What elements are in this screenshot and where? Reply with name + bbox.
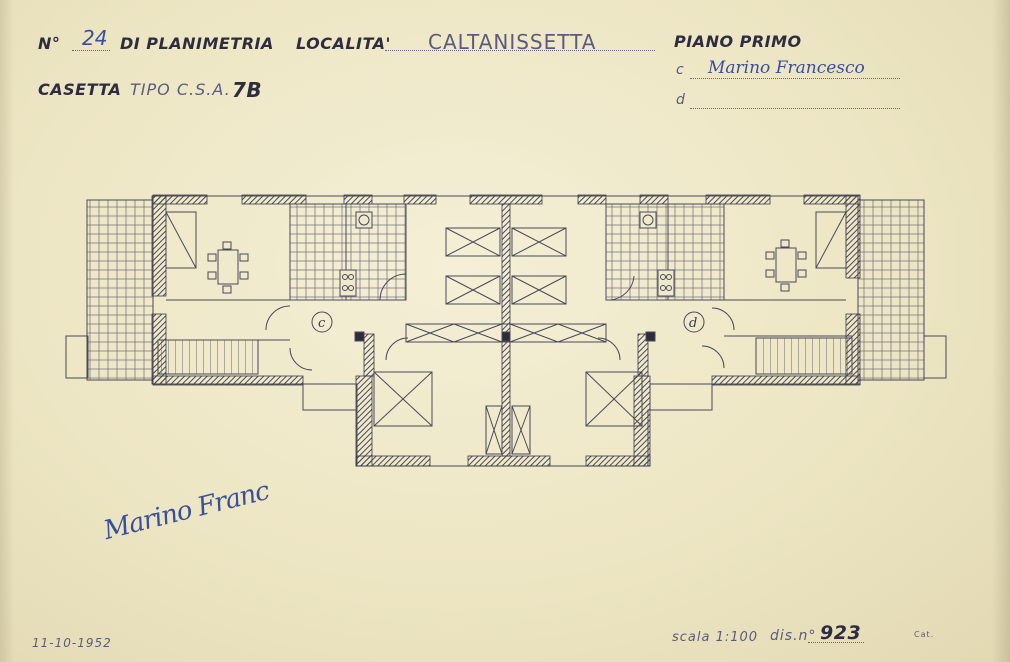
porch-step-left xyxy=(65,335,89,379)
terrace-right xyxy=(857,199,925,381)
bed-top-right-2 xyxy=(511,275,567,305)
bed-bottom-right xyxy=(585,371,643,427)
terrace-left xyxy=(86,199,154,381)
localita-dotline xyxy=(385,50,655,51)
piano-label: PIANO PRIMO xyxy=(674,32,802,51)
drawing-number-value: 923 xyxy=(820,622,862,644)
drawing-number-label: dis.n° xyxy=(770,628,817,644)
wall-top-8 xyxy=(705,194,771,205)
unit-c-label: c xyxy=(318,316,326,331)
number-label: N° xyxy=(38,34,61,53)
tipo-value: 7B xyxy=(232,78,263,102)
wall-room-left xyxy=(363,333,375,377)
unit-d-label: d xyxy=(689,316,697,331)
wall-room-right xyxy=(637,333,649,377)
drawing-number-dotline xyxy=(808,642,864,643)
date: 11-10-1952 xyxy=(32,636,112,650)
corridor-wardrobes xyxy=(405,323,607,343)
localita-value: CALTANISSETTA xyxy=(428,30,597,54)
bed-bottom-left xyxy=(373,371,433,427)
wall-center xyxy=(501,203,511,457)
wall-lower-bottom-2 xyxy=(467,455,551,467)
casetta-label: CASETTA xyxy=(38,80,122,99)
wardrobe-bottom-left xyxy=(485,405,503,455)
wall-top-2 xyxy=(241,194,307,205)
number-value: 24 xyxy=(82,26,108,50)
bed-top-right-1 xyxy=(511,227,567,257)
wall-lower-bottom-1 xyxy=(355,455,431,467)
wall-right-1 xyxy=(845,195,861,279)
unit-c-marker xyxy=(311,311,333,333)
wall-top-5 xyxy=(469,194,543,205)
stair-left xyxy=(157,339,259,375)
bed-top-left-1 xyxy=(445,227,501,257)
d-label: d xyxy=(676,92,686,108)
wall-left-1 xyxy=(151,195,167,297)
planimetria-label: DI PLANIMETRIA xyxy=(120,34,274,53)
wall-bottom-left xyxy=(152,375,304,386)
wall-top-3 xyxy=(343,194,373,205)
c-dotline xyxy=(690,78,900,79)
stair-right xyxy=(755,337,853,375)
wall-bottom-right xyxy=(711,375,861,386)
right-edge-shadow xyxy=(992,0,1010,662)
wall-top-6 xyxy=(577,194,607,205)
table-right xyxy=(775,247,797,283)
scale: scala 1:100 xyxy=(672,630,759,645)
localita-label: LOCALITA' xyxy=(296,34,391,53)
cabinet-left xyxy=(165,211,197,269)
bed-top-left-2 xyxy=(445,275,501,305)
wall-top-4 xyxy=(403,194,437,205)
wall-top-7 xyxy=(639,194,669,205)
tipo-label: TIPO C.S.A. xyxy=(130,80,231,99)
d-dotline xyxy=(690,108,900,109)
c-label: c xyxy=(676,62,685,78)
number-dotline xyxy=(72,50,110,51)
c-value: Marino Francesco xyxy=(708,58,865,78)
unit-d-marker xyxy=(683,311,705,333)
porch-step-right xyxy=(923,335,947,379)
table-left xyxy=(217,249,239,285)
corner-note: Cat. xyxy=(914,630,935,639)
left-edge-shadow xyxy=(0,0,14,662)
wall-lower-bottom-3 xyxy=(585,455,651,467)
wardrobe-bottom-right xyxy=(511,405,531,455)
wall-lower-left xyxy=(355,375,373,467)
cabinet-right xyxy=(815,211,847,269)
